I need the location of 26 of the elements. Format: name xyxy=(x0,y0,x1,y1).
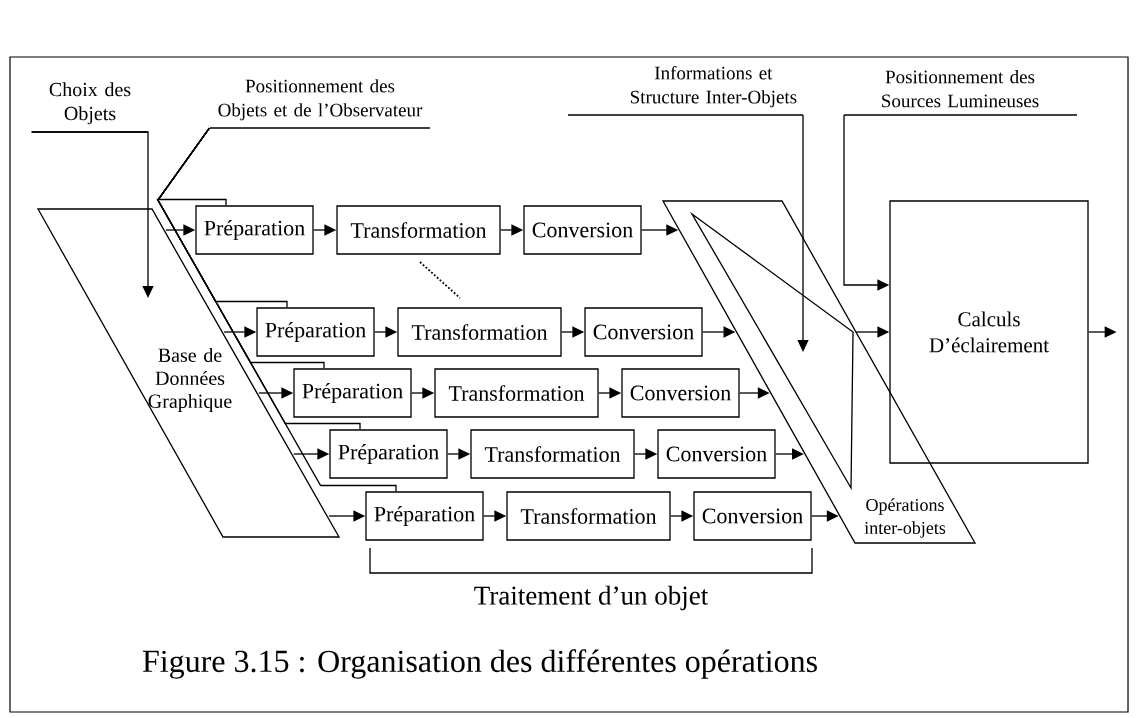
process-box: Préparation xyxy=(293,368,412,418)
process-box: Transformation xyxy=(506,491,671,541)
process-box: Préparation xyxy=(195,205,314,255)
underlined-label: Positionnement des Sources Lumineuses xyxy=(843,70,1078,116)
process-box: Transformation xyxy=(470,429,635,479)
process-box: Transformation xyxy=(336,205,501,255)
process-box: Conversion xyxy=(621,368,740,418)
arrow xyxy=(797,114,809,352)
process-box: Préparation xyxy=(365,491,484,541)
process-box: Transformation xyxy=(397,307,562,357)
node-label: Choix des Objets xyxy=(49,82,131,125)
process-box: Préparation xyxy=(329,429,448,479)
process-box: Calculs D’éclairement xyxy=(889,200,1089,464)
arrow xyxy=(30,131,154,298)
connector-line xyxy=(157,127,397,492)
figure-caption: Figure 3.15 : Organisation des différentes opérations xyxy=(142,649,817,679)
process-box: Conversion xyxy=(693,491,812,541)
underlined-label: Positionnement des Objets et de l’Observateur xyxy=(209,79,431,129)
process-box: Conversion xyxy=(657,429,776,479)
underlined-label: Informations et Structure Inter-Objets xyxy=(567,65,804,116)
arrow xyxy=(775,448,804,460)
bracket-label: Traitement d’un objet xyxy=(474,585,709,611)
process-box: Conversion xyxy=(523,205,642,255)
process-box: Transformation xyxy=(434,368,599,418)
process-box: Préparation xyxy=(256,307,375,357)
process-box: Conversion xyxy=(584,307,703,357)
